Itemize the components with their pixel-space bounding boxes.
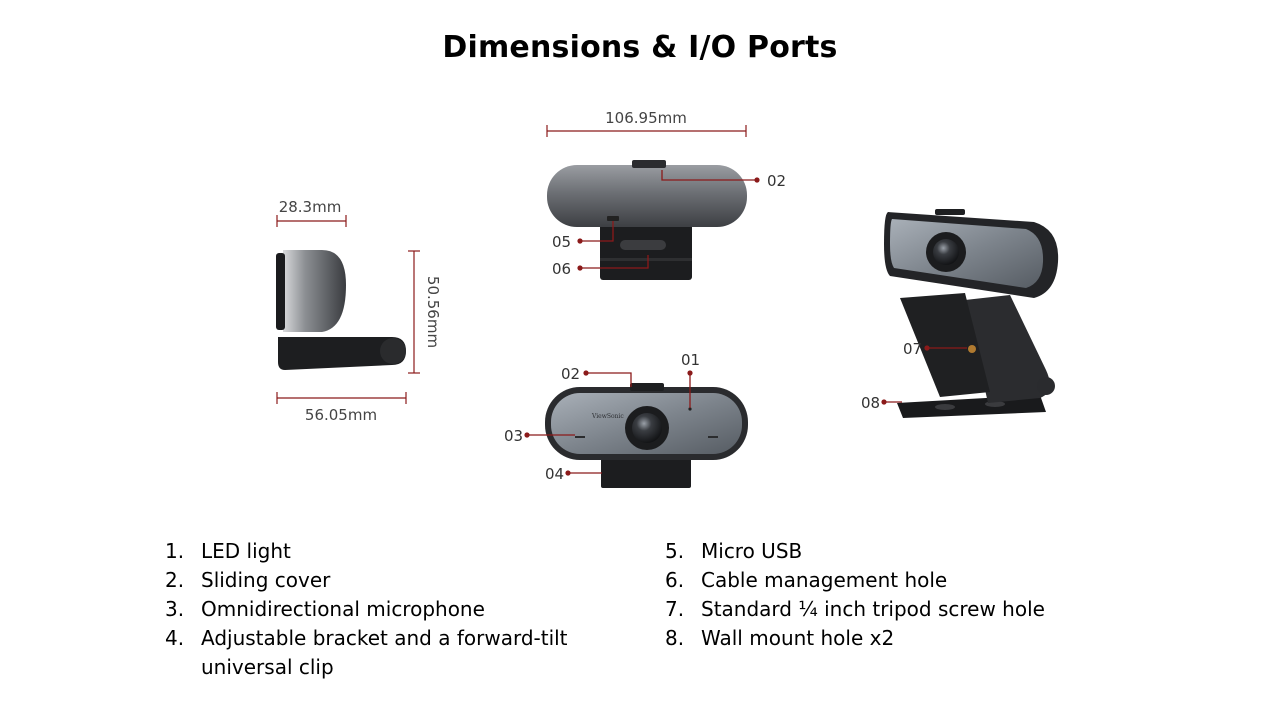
callout-05: 05 xyxy=(552,221,614,251)
side-view: 28.3mm 50.56mm 56.05mm xyxy=(276,198,442,424)
feature-list-left: 1.LED light 2.Sliding cover 3.Omnidirect… xyxy=(165,537,660,682)
callout-07: 07 xyxy=(903,340,967,358)
height-dimension-label: 50.56mm xyxy=(424,276,442,348)
list-item: 5.Micro USB xyxy=(665,539,803,563)
side-view-bracket xyxy=(278,337,406,370)
callout-08: 08 xyxy=(861,394,902,412)
svg-text:01: 01 xyxy=(681,351,700,369)
callout-06: 06 xyxy=(552,255,649,278)
front-lens xyxy=(632,413,662,443)
svg-text:08: 08 xyxy=(861,394,880,412)
top-view: 106.95mm xyxy=(546,109,747,280)
side-view-body xyxy=(283,250,346,332)
callout-02-front: 02 xyxy=(561,365,632,387)
microphone-left xyxy=(575,436,585,438)
callout-04: 04 xyxy=(545,465,602,483)
top-view-bracket xyxy=(600,222,692,280)
front-sliding-cover xyxy=(630,383,664,391)
list-item: 7.Standard ¼ inch tripod screw hole xyxy=(665,597,1045,621)
page-title: Dimensions & I/O Ports xyxy=(442,30,838,65)
led-light xyxy=(688,407,692,411)
feature-list-right: 5.Micro USB 6.Cable management hole 7.St… xyxy=(665,537,1165,653)
front-view-bracket xyxy=(601,455,691,488)
width-dimension-line xyxy=(546,125,747,137)
list-item: 2.Sliding cover xyxy=(165,568,331,592)
list-item: 8.Wall mount hole x2 xyxy=(665,626,895,650)
perspective-view xyxy=(884,209,1059,418)
list-item: 1.LED light xyxy=(165,539,291,563)
width-dimension-label: 106.95mm xyxy=(605,109,687,127)
brand-logo: ViewSonic xyxy=(591,413,624,420)
tripod-screw-hole xyxy=(968,345,976,353)
svg-text:02: 02 xyxy=(767,172,786,190)
svg-text:02: 02 xyxy=(561,365,580,383)
depth-dimension-label: 28.3mm xyxy=(279,198,342,216)
list-item: 6.Cable management hole xyxy=(665,568,948,592)
callout-01: 01 xyxy=(681,351,700,408)
svg-text:05: 05 xyxy=(552,233,571,251)
microphone-right xyxy=(708,436,718,438)
base-dimension-label: 56.05mm xyxy=(305,406,377,424)
sliding-cover xyxy=(632,160,666,168)
list-item: 4.Adjustable bracket and a forward-tilt … xyxy=(165,626,568,679)
callout-03: 03 xyxy=(504,427,575,445)
perspective-lens xyxy=(933,239,959,265)
base-dimension-line xyxy=(276,392,407,404)
perspective-faceplate xyxy=(890,219,1044,288)
depth-dimension-line xyxy=(276,215,347,227)
callout-02-top: 02 xyxy=(661,170,786,190)
perspective-front-arm xyxy=(900,293,990,397)
height-dimension-line xyxy=(408,250,420,374)
micro-usb-port xyxy=(607,216,619,221)
perspective-arm xyxy=(965,295,1050,403)
svg-text:07: 07 xyxy=(903,340,922,358)
front-view: ViewSonic xyxy=(545,383,748,488)
top-view-body xyxy=(547,165,747,227)
svg-text:06: 06 xyxy=(552,260,571,278)
svg-text:04: 04 xyxy=(545,465,564,483)
list-item: 3.Omnidirectional microphone xyxy=(165,597,485,621)
svg-text:03: 03 xyxy=(504,427,523,445)
